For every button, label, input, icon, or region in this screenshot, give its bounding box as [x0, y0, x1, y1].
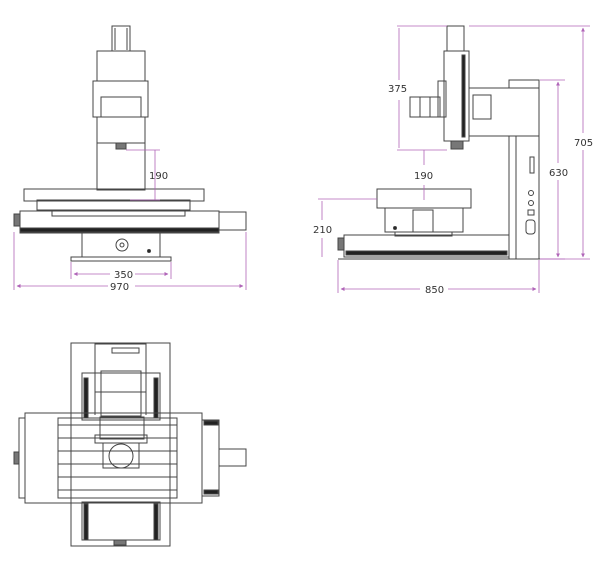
dim-front-base-width: 350 [114, 270, 133, 281]
dim-side-head-travel: 375 [388, 84, 407, 95]
front-dimensions [13, 149, 247, 290]
column-side [508, 135, 540, 260]
dim-front-overall-width: 970 [110, 282, 129, 293]
base-footprint [70, 342, 171, 547]
base-block [81, 232, 161, 258]
side-dimensions [318, 25, 590, 293]
head-arm [468, 87, 540, 137]
spindle-motor-side [409, 96, 441, 118]
handwheel [13, 213, 21, 227]
base-plate [70, 256, 172, 262]
x-motor [218, 211, 247, 231]
dim-side-overall-height: 705 [574, 138, 593, 149]
column [96, 142, 146, 191]
control-connector [525, 219, 536, 235]
dim-side-table-height: 210 [313, 225, 332, 236]
x-motor-top [218, 448, 247, 467]
front-view [13, 25, 247, 262]
dim-side-overall-depth: 850 [425, 285, 444, 296]
top-view [13, 342, 247, 547]
dim-side-column-height: 630 [549, 168, 568, 179]
work-table [23, 188, 205, 202]
z-motor [446, 25, 465, 52]
dim-side-spindle-to-table: 190 [414, 171, 433, 182]
head-housing [96, 50, 146, 82]
dim-front-spindle-to-table: 190 [149, 171, 168, 182]
spindle-circle [108, 443, 134, 469]
side-view [337, 25, 540, 260]
